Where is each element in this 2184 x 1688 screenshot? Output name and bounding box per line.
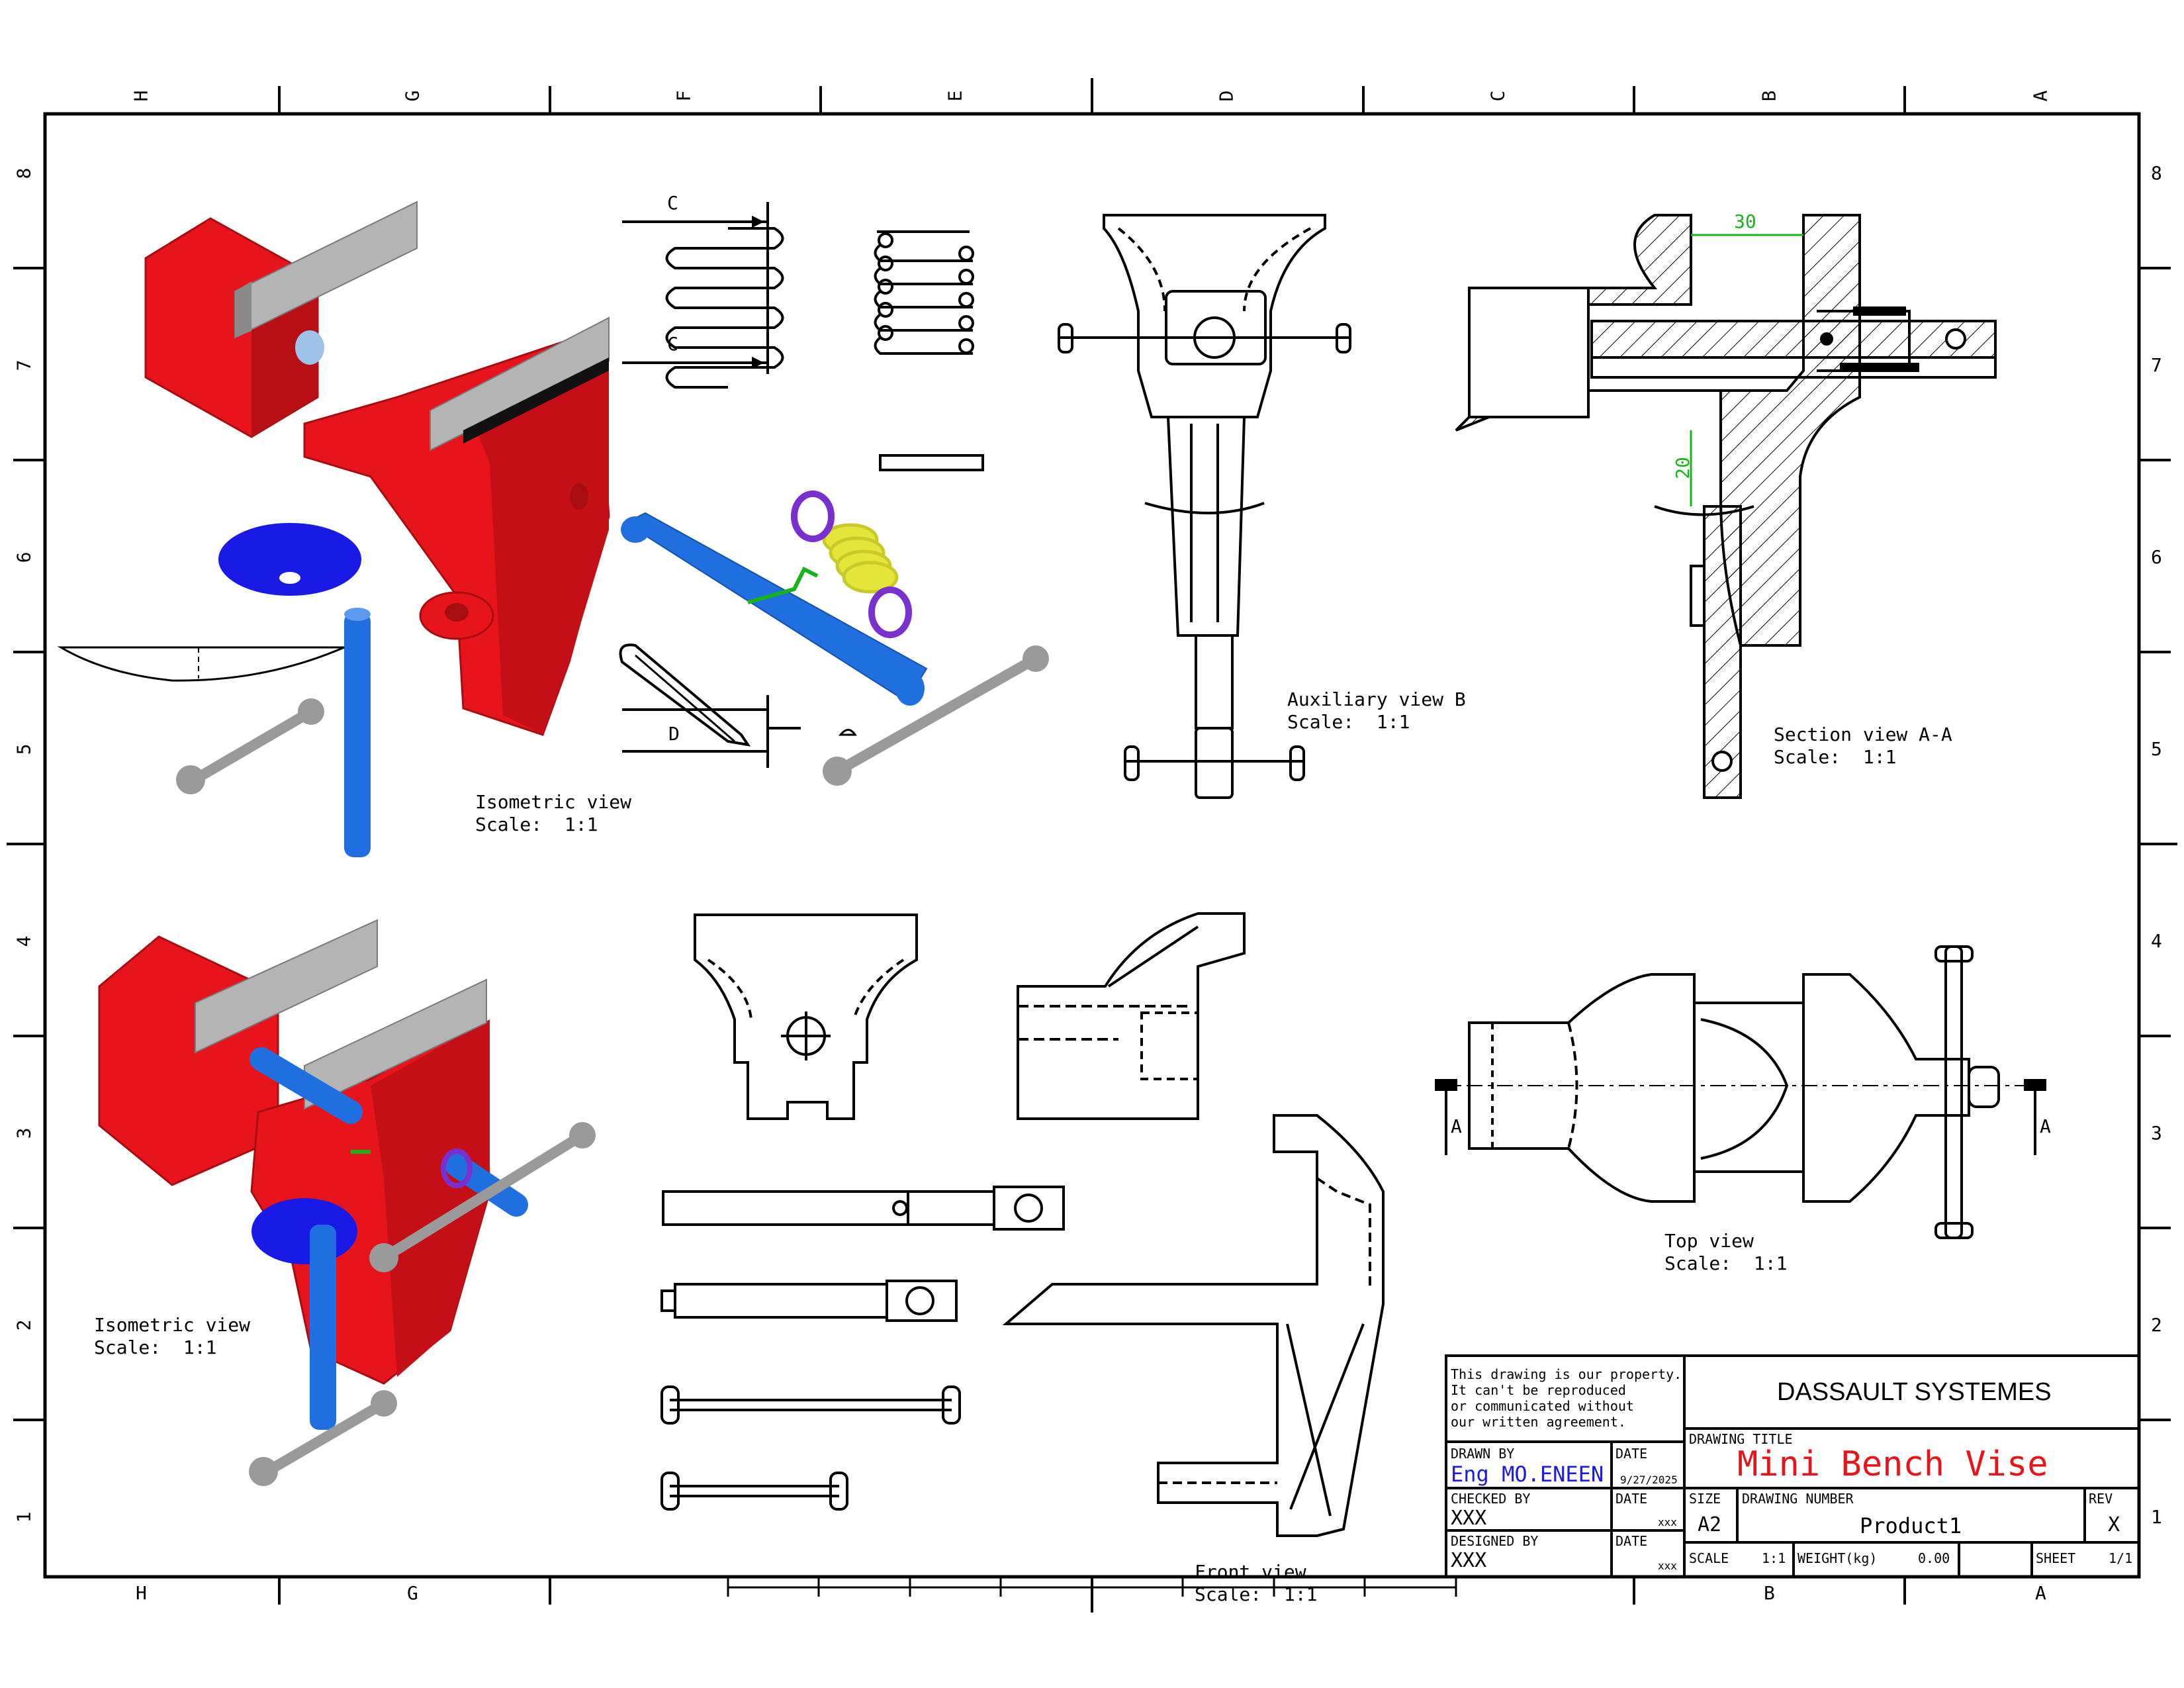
view-scale: Scale: 1:1 <box>475 814 598 835</box>
zone-col-label: F <box>672 90 695 102</box>
zone-row-label: 4 <box>13 935 35 947</box>
zone-row-label: 5 <box>13 743 35 755</box>
section-callout-a: A <box>2040 1115 2051 1137</box>
drawn-date-value: 9/27/2025 <box>1620 1474 1678 1486</box>
zone-col-label: C <box>1486 90 1509 102</box>
checked-date-value: xxx <box>1658 1516 1677 1528</box>
zone-row-label: 4 <box>2151 930 2162 952</box>
zone-row-label: 5 <box>2151 738 2162 760</box>
date-label: DATE <box>1615 1533 1648 1549</box>
zone-row-label: 2 <box>2151 1314 2162 1336</box>
zone-col-label: E <box>944 90 966 102</box>
spring-detail-views <box>622 202 984 768</box>
isometric-assembled-view <box>98 919 596 1486</box>
zone-col-label: H <box>130 90 152 102</box>
zone-col-label: H <box>136 1582 147 1604</box>
front-view <box>1002 1114 1385 1537</box>
auxiliary-view-b <box>1058 214 1351 799</box>
section-callout-a: A <box>1451 1115 1462 1137</box>
zone-ticks <box>7 78 2177 1613</box>
bottom-scale-ruler <box>727 1577 1457 1597</box>
drawn-by-value: Eng MO.ENEEN <box>1451 1462 1604 1487</box>
drawing-title: Mini Bench Vise <box>1737 1444 2048 1484</box>
zone-row-label: 3 <box>13 1127 35 1139</box>
ownership-notice-line: This drawing is our property. <box>1451 1366 1682 1382</box>
view-title: Auxiliary view B <box>1287 688 1466 710</box>
checked-by-label: CHECKED BY <box>1451 1491 1531 1507</box>
section-callout-c: C <box>667 333 678 355</box>
view-title: Section view A-A <box>1774 724 1952 745</box>
section-callout-c: C <box>667 192 678 214</box>
view-scale: Scale: 1:1 <box>1664 1252 1788 1274</box>
designed-by-label: DESIGNED BY <box>1451 1533 1539 1549</box>
drawn-by-label: DRAWN BY <box>1451 1446 1515 1462</box>
sheet-value: 1/1 <box>2109 1550 2133 1566</box>
dimension-30: 30 <box>1734 211 1756 232</box>
section-callout-d: D <box>668 723 680 745</box>
view-title: Isometric view <box>475 791 632 813</box>
isometric-exploded-view <box>57 201 1049 857</box>
zone-row-label: 6 <box>2151 546 2162 568</box>
title-block-frame <box>1445 1354 2140 1578</box>
zone-row-label: 7 <box>13 359 35 371</box>
zone-col-label: B <box>1758 90 1780 102</box>
company-name: DASSAULT SYSTEMES <box>1777 1378 2052 1406</box>
zone-col-label: G <box>407 1582 418 1604</box>
size-value: A2 <box>1698 1513 1722 1536</box>
date-label: DATE <box>1615 1491 1648 1507</box>
date-label: DATE <box>1615 1446 1648 1462</box>
zone-col-label: A <box>2029 90 2052 102</box>
view-scale: Scale: 1:1 <box>1195 1583 1318 1605</box>
scale-value: 1:1 <box>1762 1550 1786 1566</box>
drawing-number-value: Product1 <box>1860 1513 1962 1538</box>
zone-row-label: 6 <box>13 551 35 563</box>
size-label: SIZE <box>1689 1491 1721 1507</box>
zone-row-label: 1 <box>13 1511 35 1523</box>
top-view <box>1435 945 2046 1239</box>
view-title: Top view <box>1664 1230 1754 1252</box>
designed-date-value: xxx <box>1658 1560 1677 1572</box>
designed-by-value: XXX <box>1451 1549 1487 1572</box>
weight-value: 0.00 <box>1918 1550 1950 1566</box>
zone-row-label: 1 <box>2151 1506 2162 1528</box>
zone-row-label: 8 <box>13 167 35 179</box>
zone-row-label: 2 <box>13 1319 35 1331</box>
zone-col-label: G <box>401 90 424 102</box>
rev-value: X <box>2108 1513 2120 1536</box>
ownership-notice-line: or communicated without <box>1451 1398 1634 1414</box>
drawing-title-label: DRAWING TITLE <box>1689 1431 1793 1447</box>
checked-by-value: XXX <box>1451 1507 1487 1530</box>
ownership-notice-line: our written agreement. <box>1451 1414 1626 1430</box>
part-detail-views <box>660 912 1246 1511</box>
zone-row-label: 3 <box>2151 1122 2162 1144</box>
zone-row-label: 8 <box>2151 162 2162 184</box>
view-scale: Scale: 1:1 <box>1774 746 1897 768</box>
weight-label: WEIGHT(kg) <box>1797 1550 1878 1566</box>
scale-label: SCALE <box>1689 1550 1729 1566</box>
zone-col-label: A <box>2035 1582 2046 1604</box>
zone-col-label: B <box>1764 1582 1775 1604</box>
sheet-label: SHEET <box>2036 1550 2076 1566</box>
zone-row-label: 7 <box>2151 354 2162 376</box>
section-view-a-a <box>1455 214 1997 799</box>
dimension-20: 20 <box>1671 457 1694 479</box>
view-title: Front view <box>1195 1561 1306 1583</box>
drawing-number-label: DRAWING NUMBER <box>1742 1491 1854 1507</box>
view-title: Isometric view <box>94 1314 251 1336</box>
zone-col-label: D <box>1215 90 1238 102</box>
view-scale: Scale: 1:1 <box>1287 711 1410 733</box>
ownership-notice-line: It can't be reproduced <box>1451 1382 1626 1398</box>
view-scale: Scale: 1:1 <box>94 1336 217 1358</box>
rev-label: REV <box>2089 1491 2113 1507</box>
